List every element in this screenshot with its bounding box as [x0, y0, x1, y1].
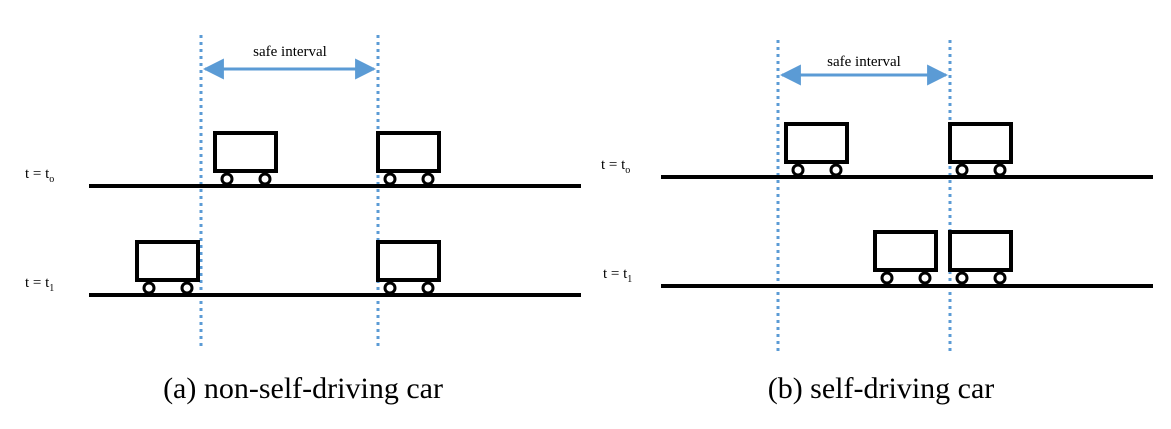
car-icon — [135, 240, 200, 295]
car-icon — [376, 240, 441, 295]
safe-interval-label: safe interval — [253, 44, 327, 60]
car-icon — [948, 122, 1013, 177]
time-label-t0: t = to — [25, 166, 54, 185]
car-icon — [873, 230, 938, 285]
car-icon — [784, 122, 849, 177]
car-icon — [213, 131, 278, 186]
car-icon — [376, 131, 441, 186]
panel-caption: (a) non-self-driving car — [163, 372, 443, 405]
panel-a: safe interval t = to t = t1 — [25, 35, 581, 405]
car-icon — [948, 230, 1013, 285]
time-label-t1: t = t1 — [25, 275, 54, 294]
panel-caption: (b) self-driving car — [768, 372, 995, 405]
time-label-t1: t = t1 — [603, 266, 632, 285]
panel-b: safe interval t = to t = t1 — [601, 40, 1153, 405]
safe-interval-label: safe interval — [827, 54, 901, 70]
time-label-t0: t = to — [601, 157, 630, 176]
